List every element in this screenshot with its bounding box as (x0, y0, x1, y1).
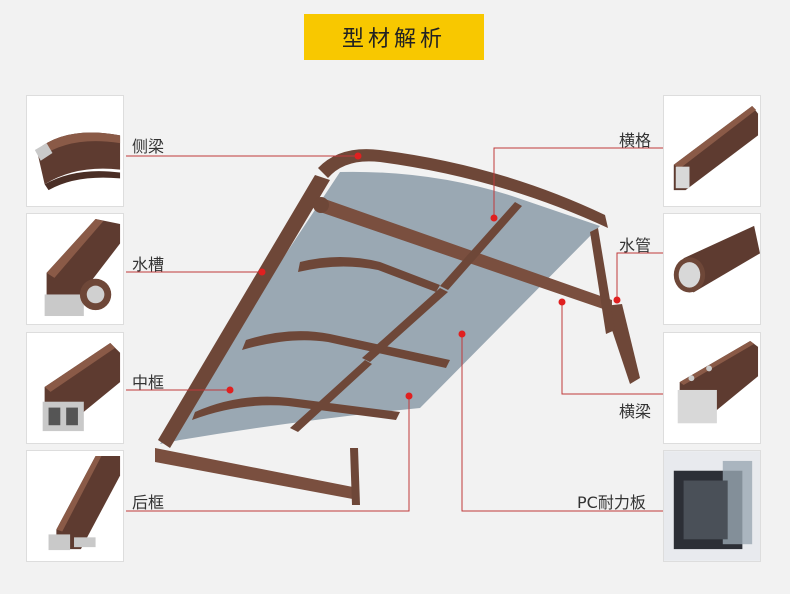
cross-beam-marker (558, 298, 566, 306)
cross-beam-leader (561, 302, 663, 395)
pc-board-thumbnail (663, 450, 761, 562)
middle-frame-profile-image (42, 342, 121, 432)
water-pipe-thumbnail (663, 213, 761, 325)
pc-board-label: PC耐力板 (577, 493, 646, 512)
side-beam-frame (158, 175, 330, 448)
middle-frame-marker (226, 386, 234, 394)
pc-board-leader (461, 334, 663, 512)
cross-lattice-bar-1 (440, 202, 522, 290)
rear-frame-label: 后框 (132, 493, 165, 512)
water-channel-marker (258, 268, 266, 276)
front-curved-rail (318, 149, 608, 228)
page-title: 型材解析 (304, 14, 484, 60)
side-beam-label: 侧梁 (132, 137, 165, 156)
cross-beam-label: 横梁 (619, 402, 652, 421)
middle-frame-1 (298, 257, 440, 292)
water-pipe-label: 水管 (619, 236, 652, 255)
water-channel-end (313, 197, 329, 213)
side-beam-marker (354, 152, 362, 160)
middle-frame-thumbnail (26, 332, 124, 444)
water-pipe-profile-image (673, 225, 760, 293)
water-pipe-marker (613, 296, 621, 304)
pc-board-marker (458, 330, 466, 338)
cross-lattice-bar-3 (290, 360, 372, 432)
cross-beam-profile-image (677, 340, 759, 424)
water-channel-profile-image (44, 219, 121, 317)
water-pipe-leader (616, 252, 663, 300)
cross-lattice-label: 横格 (619, 131, 652, 150)
side-beam-thumbnail (26, 95, 124, 207)
middle-frame-label: 中框 (132, 373, 165, 392)
middle-frame-2 (242, 331, 450, 368)
rear-frame-profile-image (48, 456, 121, 551)
middle-frame-3 (192, 396, 400, 420)
cross-lattice-leader (493, 147, 663, 218)
rear-frame-post (350, 448, 360, 505)
cross-lattice-thumbnail (663, 95, 761, 207)
rear-frame-marker (405, 392, 413, 400)
side-beam-profile-image (34, 132, 121, 191)
water-channel-thumbnail (26, 213, 124, 325)
water-channel-frame (320, 198, 612, 312)
cross-lattice-profile-image (673, 105, 759, 191)
pc-board-sample-image (664, 451, 760, 561)
cross-lattice-bar-2 (362, 288, 448, 362)
right-support-bracket (590, 228, 615, 334)
cross-lattice-marker (490, 214, 498, 222)
rear-frame-leader (126, 396, 410, 512)
rear-frame-thumbnail (26, 450, 124, 562)
cross-beam-thumbnail (663, 332, 761, 444)
rear-frame-bar (155, 448, 358, 500)
water-channel-label: 水槽 (132, 255, 165, 274)
